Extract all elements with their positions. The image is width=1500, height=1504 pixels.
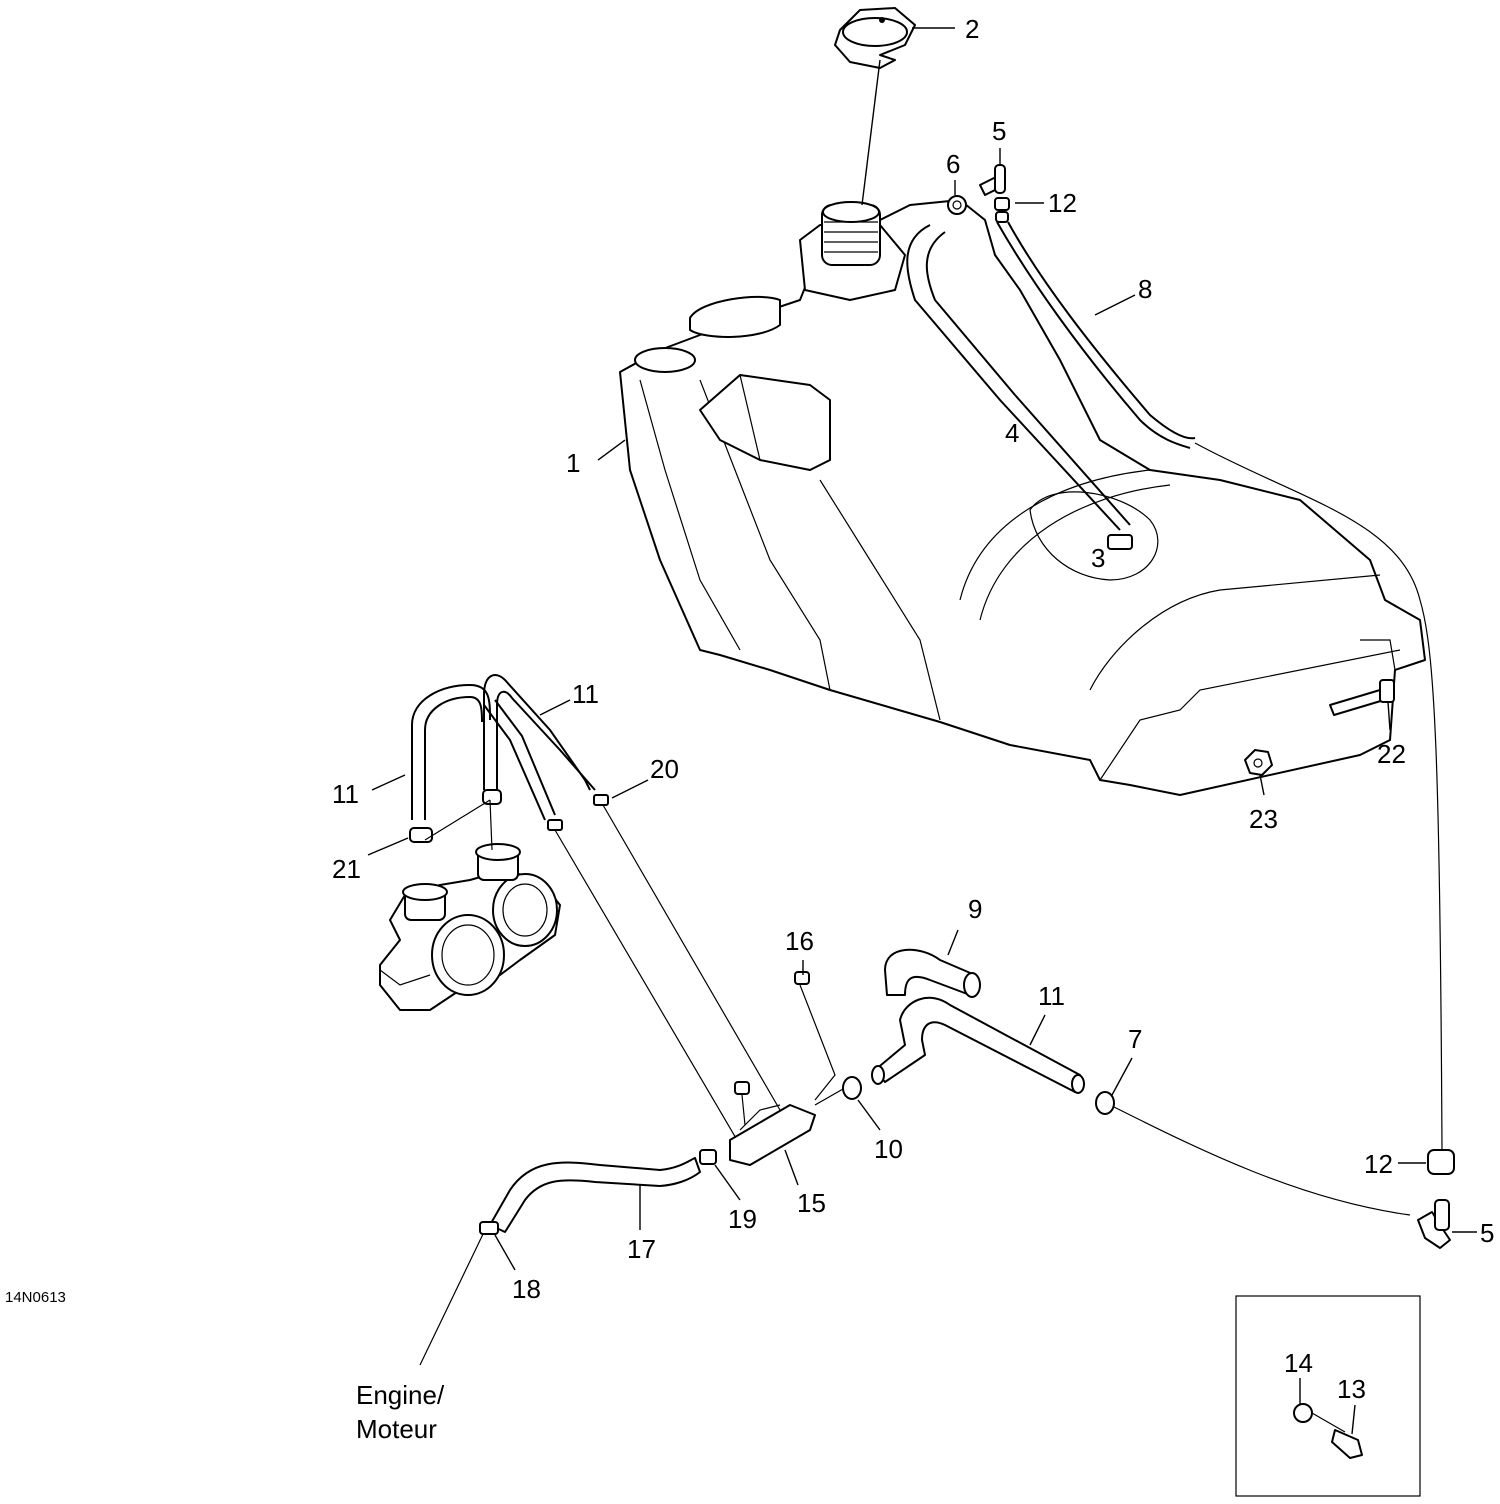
callout-5-lower: 5 bbox=[1480, 1218, 1494, 1248]
drawing-number: 14N0613 bbox=[5, 1289, 66, 1306]
carb-hoses-11 bbox=[411, 674, 609, 831]
carburetors bbox=[379, 789, 561, 1011]
vent-hose-8 bbox=[996, 221, 1443, 1151]
routing-lines bbox=[419, 799, 1411, 1366]
callout-7: 7 bbox=[1128, 1024, 1142, 1054]
callout-11-carb-left: 11 bbox=[332, 779, 359, 809]
engine-label-line1: Engine/ bbox=[356, 1380, 445, 1410]
callouts: 1 2 3 4 5 5 6 7 8 9 10 11 11 11 12 12 13… bbox=[332, 14, 1494, 1404]
callout-5-top: 5 bbox=[992, 116, 1006, 146]
callout-19: 19 bbox=[728, 1204, 757, 1234]
fuel-pump bbox=[729, 971, 816, 1166]
callout-20: 20 bbox=[650, 754, 679, 784]
callout-12-lower: 12 bbox=[1364, 1149, 1393, 1179]
callout-10: 10 bbox=[874, 1134, 903, 1164]
hose-17 bbox=[479, 1149, 717, 1235]
callout-23: 23 bbox=[1249, 804, 1278, 834]
callout-6: 6 bbox=[946, 149, 960, 179]
bolt-and-nut bbox=[1244, 679, 1395, 776]
callout-11-carb-right: 11 bbox=[572, 679, 599, 709]
callout-3: 3 bbox=[1091, 543, 1105, 573]
callout-9: 9 bbox=[968, 894, 982, 924]
callout-14: 14 bbox=[1284, 1348, 1313, 1378]
fuel-cap bbox=[834, 7, 916, 69]
callout-22: 22 bbox=[1377, 739, 1406, 769]
callout-17: 17 bbox=[627, 1234, 656, 1264]
fuel-tank bbox=[619, 199, 1426, 796]
callout-2: 2 bbox=[965, 14, 979, 44]
callout-21: 21 bbox=[332, 854, 361, 884]
callout-18: 18 bbox=[512, 1274, 541, 1304]
vent-fittings-top bbox=[947, 164, 1010, 223]
callout-12-top: 12 bbox=[1048, 188, 1077, 218]
callout-8: 8 bbox=[1138, 274, 1152, 304]
leader-lines bbox=[367, 27, 1477, 1435]
callout-16: 16 bbox=[785, 926, 814, 956]
inset-detail bbox=[1235, 1295, 1421, 1497]
callout-13: 13 bbox=[1337, 1374, 1366, 1404]
engine-label-line2: Moteur bbox=[356, 1414, 437, 1444]
callout-4: 4 bbox=[1005, 418, 1019, 448]
hose-11-lower bbox=[842, 996, 1115, 1115]
callout-11-lower: 11 bbox=[1038, 981, 1065, 1011]
callout-1: 1 bbox=[566, 448, 580, 478]
callout-15: 15 bbox=[797, 1188, 826, 1218]
vent-fittings-lower bbox=[1417, 1149, 1455, 1249]
hose-9 bbox=[884, 948, 981, 998]
